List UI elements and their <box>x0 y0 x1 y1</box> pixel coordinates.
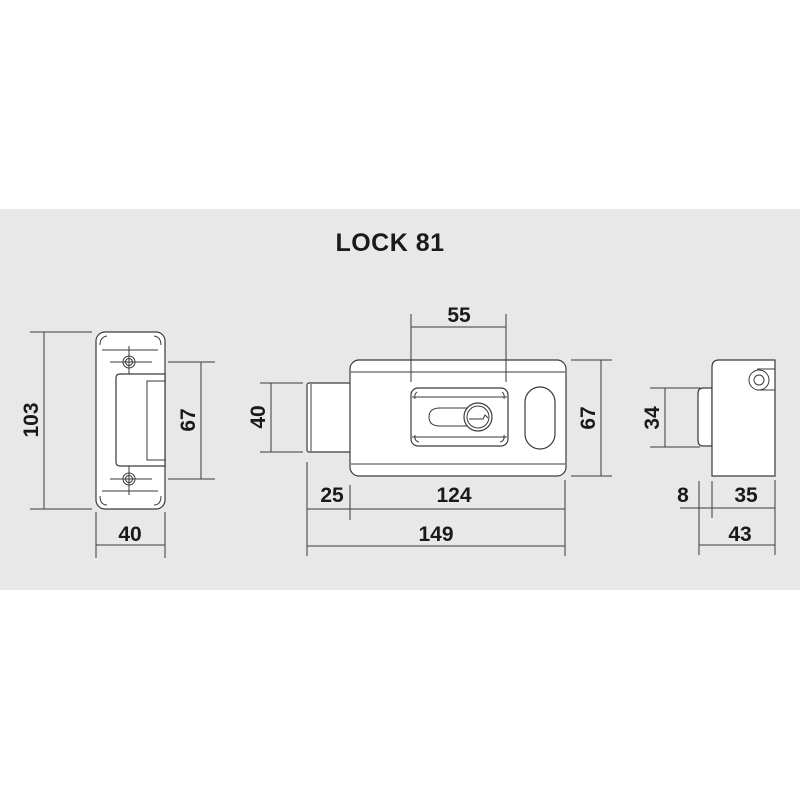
dim-side-bolt-height: 34 <box>641 406 664 430</box>
cylinder-plate <box>410 387 509 447</box>
strike-plate-view: 103 67 40 <box>20 331 215 558</box>
side-bolt <box>697 387 713 447</box>
dim-key-spacing: 55 <box>447 304 471 327</box>
mounting-hole-icon <box>748 369 770 391</box>
dim-bolt-throw: 25 <box>320 484 344 507</box>
screw-hole-icon <box>122 355 136 369</box>
dim-strike-width: 40 <box>118 523 141 546</box>
dim-side-bolt-depth: 8 <box>677 484 689 507</box>
bolt <box>306 382 354 453</box>
indicator-window <box>524 386 556 450</box>
strike-opening <box>115 373 166 467</box>
dim-body-height: 67 <box>577 406 600 429</box>
dim-total-width: 149 <box>418 523 453 546</box>
side-body <box>711 359 776 477</box>
side-view: 34 8 35 43 <box>641 359 776 555</box>
front-view: 55 40 67 25 124 149 <box>247 304 612 556</box>
product-title: LOCK 81 <box>335 229 445 257</box>
key-cylinder-icon <box>463 402 493 432</box>
key-icon <box>469 414 489 420</box>
dim-strike-opening: 67 <box>177 408 200 431</box>
dim-side-total-depth: 43 <box>728 523 751 546</box>
dim-body-width: 124 <box>436 484 471 507</box>
screw-hole-icon <box>122 472 136 486</box>
dim-strike-height: 103 <box>20 402 43 437</box>
dim-bolt-height: 40 <box>247 405 270 428</box>
dim-side-body-depth: 35 <box>734 484 758 507</box>
